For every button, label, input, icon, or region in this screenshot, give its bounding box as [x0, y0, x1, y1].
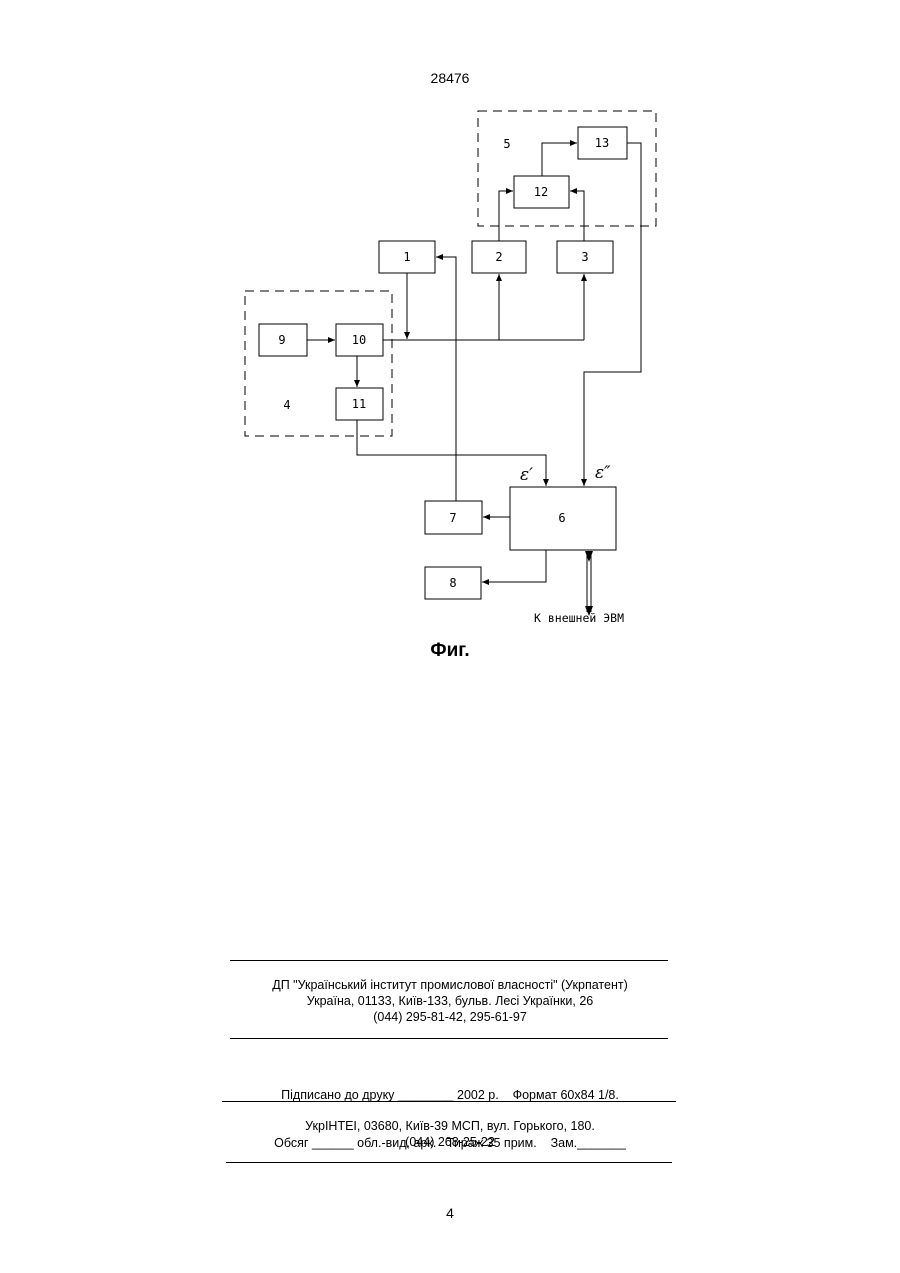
- group-5-boundary: [478, 111, 656, 226]
- page-number: 4: [0, 1205, 900, 1221]
- block-3-label: 3: [581, 250, 588, 264]
- block-1-label: 1: [403, 250, 410, 264]
- link-11-6: [357, 420, 546, 486]
- group-4-label: 4: [283, 398, 290, 412]
- epsilon-double-prime-label: ε″: [595, 463, 611, 483]
- footer-rule-1: [230, 960, 668, 961]
- block-8-label: 8: [449, 576, 456, 590]
- block-7-label: 7: [449, 511, 456, 525]
- printer-address: УкрІНТЕІ, 03680, Київ-39 МСП, вул. Горьк…: [0, 1118, 900, 1134]
- block-diagram: 1 2 3 12 13 5 9 10 11 4 6 7 8 ε′ ε″ К вн…: [0, 0, 900, 700]
- printer-phone: (044) 268-25-22: [0, 1134, 900, 1150]
- block-9-label: 9: [278, 333, 285, 347]
- footer-rule-4: [226, 1162, 672, 1163]
- link-12-13: [542, 143, 577, 176]
- footer-rule-3: [222, 1101, 676, 1102]
- block-13-label: 13: [595, 136, 609, 150]
- publisher-address: Україна, 01133, Київ-133, бульв. Лесі Ук…: [0, 993, 900, 1009]
- link-6-8: [482, 550, 546, 582]
- block-10-label: 10: [352, 333, 366, 347]
- block-6-label: 6: [558, 511, 565, 525]
- block-12-label: 12: [534, 185, 548, 199]
- arrow-to-6: [585, 551, 593, 562]
- block-2-label: 2: [495, 250, 502, 264]
- publisher-phone: (044) 295-81-42, 295-61-97: [0, 1009, 900, 1025]
- group-4-boundary: [245, 291, 392, 436]
- link-7-1: [436, 257, 456, 501]
- link-13-6: [584, 143, 641, 486]
- external-computer-label: К внешней ЭВМ: [534, 611, 624, 625]
- epsilon-prime-label: ε′: [520, 465, 533, 485]
- figure-caption: Фиг.: [0, 640, 900, 662]
- print-info: Підписано до друку ________ 2002 р. Форм…: [0, 1055, 900, 1167]
- printer-info: УкрІНТЕІ, 03680, Київ-39 МСП, вул. Горьк…: [0, 1118, 900, 1150]
- link-3-12: [570, 191, 584, 241]
- link-2-12: [499, 191, 513, 241]
- footer-rule-2: [230, 1038, 668, 1039]
- publisher-name: ДП "Український інститут промислової вла…: [0, 977, 900, 993]
- publisher-info: ДП "Український інститут промислової вла…: [0, 977, 900, 1025]
- block-11-label: 11: [352, 397, 366, 411]
- group-5-label: 5: [503, 137, 510, 151]
